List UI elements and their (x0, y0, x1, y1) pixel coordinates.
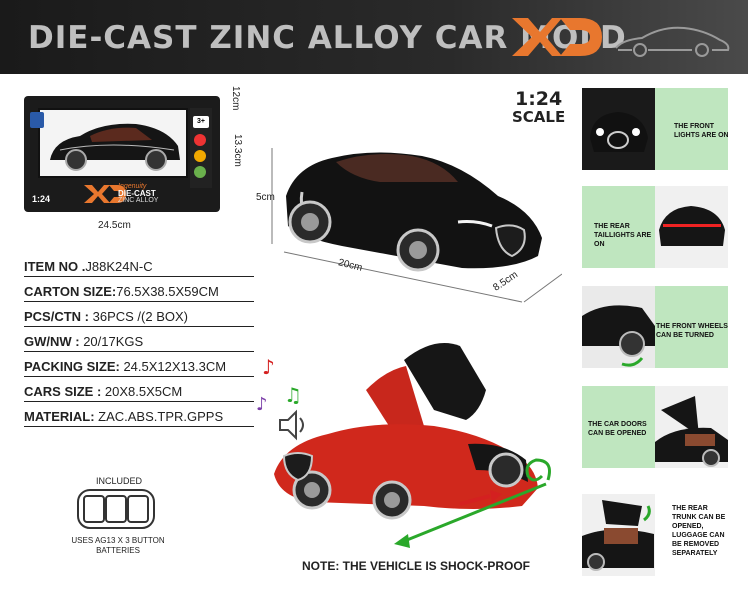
feature-text-panel (655, 286, 728, 368)
feature-photo (655, 386, 728, 468)
feature-photo (582, 286, 655, 368)
spec-row: PACKING SIZE: 24.5X12X13.3CM (24, 352, 254, 377)
feature-text-panel (582, 186, 655, 268)
scale-label: 1:24 SCALE (512, 88, 566, 127)
feature-photo (582, 88, 655, 170)
spec-row: CARTON SIZE:76.5X38.5X59CM (24, 277, 254, 302)
feature-text-panel (582, 386, 655, 468)
spec-label: PACKING SIZE: (24, 359, 120, 374)
box-depth-dimension: 12cm (230, 86, 241, 111)
speaker-icon (279, 409, 304, 441)
feature-photo (582, 494, 655, 576)
music-note-icon: ♪ (262, 355, 275, 379)
light-icon (194, 134, 206, 146)
door-icon (194, 166, 206, 178)
feature-rear-trunk: THE REAR TRUNK CAN BE OPENED, LUGGAGE CA… (582, 494, 728, 576)
car-outline-icon (615, 26, 730, 57)
box-height-dimension: 13.3cm (232, 134, 243, 167)
shock-proof-note: NOTE: THE VEHICLE IS SHOCK-PROOF (302, 559, 531, 573)
header-banner: DIE-CAST ZINC ALLOY CAR MOLD (0, 0, 748, 74)
box-brand-line-2: DIE-CAST (118, 189, 156, 198)
spec-label: GW/NW : (24, 334, 80, 349)
box-xd-logo (84, 185, 126, 203)
black-car-image (271, 148, 562, 303)
spec-value: ZAC.ABS.TPR.GPPS (94, 409, 224, 424)
feature-caption: THE REAR TAILLIGHTS ARE ON (594, 223, 652, 248)
spec-row: MATERIAL: ZAC.ABS.TPR.GPPS (24, 402, 254, 427)
battery-icon (77, 489, 155, 529)
box-logo-icon (30, 112, 44, 128)
feature-taillights: THE REAR TAILLIGHTS ARE ON (582, 186, 728, 268)
box-brand-text: Ingenuity DIE-CAST ZINC ALLOY (118, 183, 158, 204)
feature-car-doors: THE CAR DOORS CAN BE OPENED (582, 386, 728, 468)
feature-photo (655, 186, 728, 268)
feature-caption: THE FRONT WHEELS CAN BE TURNED (656, 323, 728, 339)
spec-label: MATERIAL: (24, 409, 95, 424)
box-scale-label: 1:24 (32, 194, 51, 204)
battery-note: USES AG13 X 3 BUTTON BATTERIES (71, 536, 165, 555)
feature-caption: THE FRONT LIGHTS ARE ON (674, 123, 728, 139)
feature-front-lights: THE FRONT LIGHTS ARE ON (582, 88, 728, 170)
spec-value: 20X8.5X5CM (101, 384, 183, 399)
music-note-icon: ♫ (284, 383, 302, 407)
feature-front-wheels: THE FRONT WHEELS CAN BE TURNED (582, 286, 728, 368)
spec-row: PCS/CTN : 36PCS /(2 BOX) (24, 302, 254, 327)
xd-brand-logo (512, 18, 602, 56)
battery-included-label: INCLUDED (96, 476, 143, 486)
spec-value: 20/17KGS (79, 334, 144, 349)
box-brand-line-1: Ingenuity (118, 183, 147, 190)
package-window (38, 108, 188, 178)
sound-icon (194, 150, 206, 162)
spec-value: 24.5X12X13.3CM (119, 359, 227, 374)
spec-label: CARS SIZE : (24, 384, 102, 399)
spec-value: 76.5X38.5X59CM (116, 284, 219, 299)
spec-row: CARS SIZE : 20X8.5X5CM (24, 377, 254, 402)
spec-label: PCS/CTN : (24, 309, 89, 324)
music-note-icon: ♪ (256, 394, 268, 415)
box-brand-line-3: ZINC ALLOY (118, 197, 159, 204)
scale-word: SCALE (512, 108, 566, 126)
spec-value: 36PCS /(2 BOX) (89, 309, 188, 324)
spec-label: ITEM NO . (24, 259, 86, 274)
boxed-car-image (50, 123, 180, 171)
feature-text-panel (655, 494, 728, 576)
scale-ratio: 1:24 (514, 88, 563, 110)
spec-value: J88K24N-C (85, 259, 153, 274)
car-height-dimension: 5cm (256, 192, 275, 203)
red-car-image: ♪ ♪ ♫ (256, 343, 551, 548)
age-badge: 3+ (193, 116, 209, 128)
spec-label: CARTON SIZE: (24, 284, 117, 299)
feature-caption: THE REAR TRUNK CAN BE OPENED, LUGGAGE CA… (672, 505, 726, 557)
spec-row: ITEM NO .J88K24N-C (24, 252, 254, 277)
feature-text-panel (655, 88, 728, 170)
feature-caption: THE CAR DOORS CAN BE OPENED (588, 421, 647, 437)
spec-list: ITEM NO .J88K24N-C CARTON SIZE:76.5X38.5… (24, 252, 254, 427)
package-side-panel: 3+ (190, 108, 212, 188)
spec-row: GW/NW : 20/17KGS (24, 327, 254, 352)
box-width-dimension: 24.5cm (98, 220, 131, 231)
